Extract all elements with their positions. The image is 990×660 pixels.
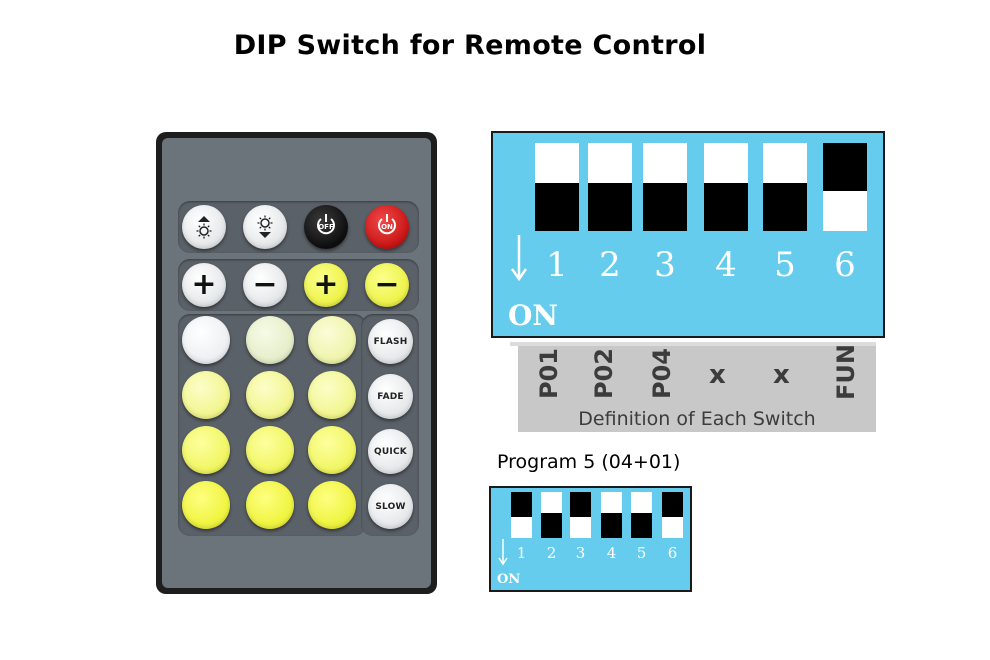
dip-switch-6[interactable] bbox=[823, 143, 867, 231]
dip-switch-slot bbox=[601, 492, 622, 513]
remote-face: OFF ON + − + − bbox=[162, 138, 431, 588]
switch-definition-item: x bbox=[709, 360, 726, 390]
on-label: ON bbox=[508, 299, 558, 332]
dip-switch-number: 5 bbox=[774, 245, 796, 285]
power-on-icon bbox=[378, 214, 396, 235]
color-temp-button[interactable] bbox=[182, 426, 230, 474]
color-temp-button[interactable] bbox=[182, 316, 230, 364]
color-temp-button[interactable] bbox=[308, 426, 356, 474]
dip-switch-number: 1 bbox=[516, 544, 527, 562]
switch-definition-item: FUN bbox=[832, 344, 860, 400]
color-temp-button[interactable] bbox=[246, 426, 294, 474]
brightness-up-icon bbox=[196, 216, 212, 239]
plus-label: + bbox=[191, 267, 217, 302]
color-temp-button[interactable] bbox=[182, 481, 230, 529]
dip-switch-6[interactable] bbox=[662, 492, 683, 538]
dip-switch-slot bbox=[662, 517, 683, 538]
dip-switch-number: 5 bbox=[636, 544, 647, 562]
color-temp-button[interactable] bbox=[246, 481, 294, 529]
warm-plus-button[interactable]: + bbox=[304, 263, 348, 307]
definition-strip bbox=[518, 346, 876, 432]
dip-switch-slot bbox=[511, 517, 532, 538]
color-temp-button[interactable] bbox=[246, 316, 294, 364]
flash-label: FLASH bbox=[373, 336, 408, 347]
dip-switch-slot bbox=[535, 143, 579, 183]
dip-switch-number: 3 bbox=[654, 245, 676, 285]
slow-label: SLOW bbox=[375, 501, 406, 512]
color-temp-button[interactable] bbox=[182, 371, 230, 419]
dip-switch-3[interactable] bbox=[643, 143, 687, 231]
dip-switch-number: 6 bbox=[834, 245, 856, 285]
dip-switch-number: 1 bbox=[546, 245, 568, 285]
power-off-icon bbox=[317, 214, 335, 235]
switch-definition-item: P01 bbox=[535, 348, 563, 399]
fade-button[interactable]: FADE bbox=[368, 374, 413, 419]
fade-label: FADE bbox=[377, 391, 404, 402]
white-minus-button[interactable]: − bbox=[243, 263, 287, 307]
brightness-up-button[interactable] bbox=[182, 205, 226, 249]
dip-switch-4[interactable] bbox=[601, 492, 622, 538]
slow-button[interactable]: SLOW bbox=[368, 484, 413, 529]
dip-switch-number: 4 bbox=[715, 245, 737, 285]
dip-switch-number: 3 bbox=[575, 544, 586, 562]
dip-switch-2[interactable] bbox=[588, 143, 632, 231]
dip-switch-number: 2 bbox=[546, 544, 557, 562]
dip-switch-slot bbox=[631, 492, 652, 513]
power-off-button[interactable]: OFF bbox=[304, 205, 348, 249]
dip-switch-slot bbox=[643, 143, 687, 183]
definition-strip-shade bbox=[510, 342, 876, 346]
page-title: DIP Switch for Remote Control bbox=[233, 30, 707, 61]
switch-definition-item: P02 bbox=[590, 348, 618, 399]
dip-switch-number: 2 bbox=[599, 245, 621, 285]
power-on-label: ON bbox=[381, 223, 393, 231]
down-arrow-icon bbox=[498, 539, 508, 566]
dip-switch-slot bbox=[704, 143, 748, 183]
color-temp-button[interactable] bbox=[308, 481, 356, 529]
dip-switch-number: 6 bbox=[667, 544, 678, 562]
dip-switch-slot bbox=[541, 492, 562, 513]
white-plus-button[interactable]: + bbox=[182, 263, 226, 307]
color-temp-button[interactable] bbox=[308, 316, 356, 364]
definition-caption: Definition of Each Switch bbox=[578, 408, 816, 430]
minus-label: − bbox=[374, 267, 400, 302]
minus-label: − bbox=[252, 267, 278, 302]
dip-switch-number: 4 bbox=[606, 544, 617, 562]
brightness-down-button[interactable] bbox=[243, 205, 287, 249]
power-on-button[interactable]: ON bbox=[365, 205, 409, 249]
quick-label: QUICK bbox=[374, 446, 407, 457]
dip-switch-1[interactable] bbox=[511, 492, 532, 538]
down-arrow-icon bbox=[510, 235, 528, 281]
plus-label: + bbox=[313, 267, 339, 302]
dip-switch-slot bbox=[763, 143, 807, 183]
dip-switch-2[interactable] bbox=[541, 492, 562, 538]
flash-button[interactable]: FLASH bbox=[368, 319, 413, 364]
remote-control: OFF ON + − + − bbox=[156, 132, 437, 594]
quick-button[interactable]: QUICK bbox=[368, 429, 413, 474]
power-off-label: OFF bbox=[318, 223, 334, 231]
dip-switch-slot bbox=[588, 143, 632, 183]
switch-definition-item: P04 bbox=[648, 348, 676, 399]
dip-switch-slot bbox=[823, 191, 867, 231]
warm-minus-button[interactable]: − bbox=[365, 263, 409, 307]
brightness-down-icon bbox=[257, 215, 273, 238]
dip-switch-slot bbox=[570, 517, 591, 538]
dip-switch-5[interactable] bbox=[631, 492, 652, 538]
color-temp-button[interactable] bbox=[308, 371, 356, 419]
dip-switch-1[interactable] bbox=[535, 143, 579, 231]
color-temp-button[interactable] bbox=[246, 371, 294, 419]
switch-definition-item: x bbox=[773, 360, 790, 390]
program-label: Program 5 (04+01) bbox=[497, 451, 681, 473]
dip-switch-3[interactable] bbox=[570, 492, 591, 538]
on-label: ON bbox=[497, 572, 521, 587]
dip-switch-5[interactable] bbox=[763, 143, 807, 231]
dip-switch-4[interactable] bbox=[704, 143, 748, 231]
